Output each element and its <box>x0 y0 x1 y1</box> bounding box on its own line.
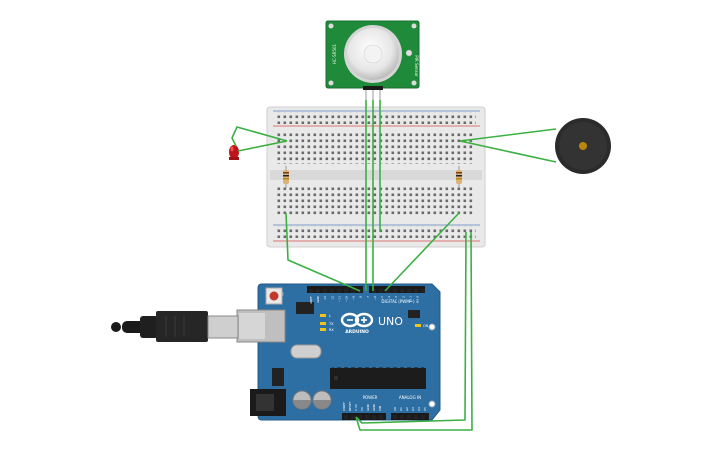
arduino-uno: ARDUINO UNO L TX RX ON DIGITAL (PWM~) AR… <box>236 283 441 421</box>
pin-label: A1 <box>399 407 403 411</box>
breadboard-bottom-power-rail <box>273 224 480 242</box>
pin-label: A2 <box>405 407 409 411</box>
pin-label: GND <box>366 403 370 411</box>
pin-label: GND <box>372 403 376 411</box>
pir-label-left: HC-SR501 <box>332 43 337 64</box>
voltage-regulator <box>272 368 284 386</box>
atmega-chip <box>330 366 426 391</box>
piezo-buzzer <box>555 118 611 174</box>
crystal-oscillator <box>290 344 322 359</box>
power-header-label: POWER <box>363 395 378 400</box>
pir-potentiometer <box>405 49 413 57</box>
pin-label: ~10 <box>345 296 349 302</box>
led-rx-label: RX <box>329 328 334 332</box>
pir-label-right: PIR Sensor <box>414 55 419 77</box>
wire-led-to-arduino <box>285 212 361 292</box>
breadboard-top-power-rail <box>273 110 480 127</box>
arduino-model-label: UNO <box>378 315 403 328</box>
onboard-leds: L TX RX ON <box>320 314 429 332</box>
power-analog-header <box>342 413 429 420</box>
pin-label: 2 <box>401 296 405 298</box>
reset-button[interactable] <box>265 287 283 305</box>
pin-label: 8 <box>359 296 363 298</box>
pin-label: A5 <box>423 407 427 411</box>
wire-buzzer-negative <box>459 140 557 163</box>
pin-label: TX 1 <box>408 296 412 304</box>
digital-header: DIGITAL (PWM~) <box>307 286 425 304</box>
pin-label: VIN <box>378 406 382 411</box>
pin-label: 7 <box>366 296 370 298</box>
arduino-logo <box>340 312 374 328</box>
resistor-right <box>456 166 462 188</box>
usb-chip <box>296 302 314 314</box>
pin-label: ~3 <box>394 296 398 301</box>
wire-led-cathode <box>237 140 288 152</box>
pin-label: 4 <box>387 296 391 298</box>
pin-label: ~6 <box>373 296 377 301</box>
usb-cable <box>111 311 239 342</box>
pin-label: A0 <box>393 407 397 411</box>
breadboard-bottom-terminals <box>277 185 475 217</box>
pin-label: RESET <box>348 401 352 411</box>
led-tx-label: TX <box>328 322 334 326</box>
wire-buzzer-to-arduino <box>384 212 460 292</box>
led-l-label: L <box>329 314 331 318</box>
pin-label: RX 0 <box>416 296 420 303</box>
digital-header-label: DIGITAL (PWM~) <box>381 299 415 304</box>
breadboard-top-terminals <box>277 132 475 164</box>
wires <box>231 100 557 431</box>
breadboard-center-channel <box>270 170 482 180</box>
pin-label: ~5 <box>380 296 384 301</box>
power-jack <box>250 389 286 416</box>
pin-label: 13 <box>323 296 327 300</box>
pir-sensor: HC-SR501 PIR Sensor <box>325 20 420 100</box>
wire-buzzer-positive <box>459 128 557 142</box>
pin-label: A4 <box>417 407 421 411</box>
resistor-left <box>283 166 289 188</box>
wire-gnd-rail <box>355 231 467 424</box>
analog-header-label: ANALOG IN <box>399 395 421 400</box>
pin-label: ~11 <box>337 296 341 302</box>
pin-label: 12 <box>330 296 334 300</box>
pin-label: 3.3V <box>354 403 358 411</box>
arduino-brand-label: ARDUINO <box>345 329 369 335</box>
pin-label: AREF <box>309 296 313 304</box>
led <box>229 145 239 160</box>
breadboard <box>266 106 486 248</box>
pin-label: GND <box>316 295 320 303</box>
pin-label: 5V <box>360 406 364 411</box>
wire-5v-rail <box>355 231 473 431</box>
usb-port <box>236 309 286 343</box>
pin-label: ~9 <box>352 296 356 301</box>
pin-label: IOREF <box>342 402 346 411</box>
pin-label: A3 <box>411 407 415 411</box>
led-on-label: ON <box>423 324 429 328</box>
wire-led-anode <box>231 126 288 147</box>
